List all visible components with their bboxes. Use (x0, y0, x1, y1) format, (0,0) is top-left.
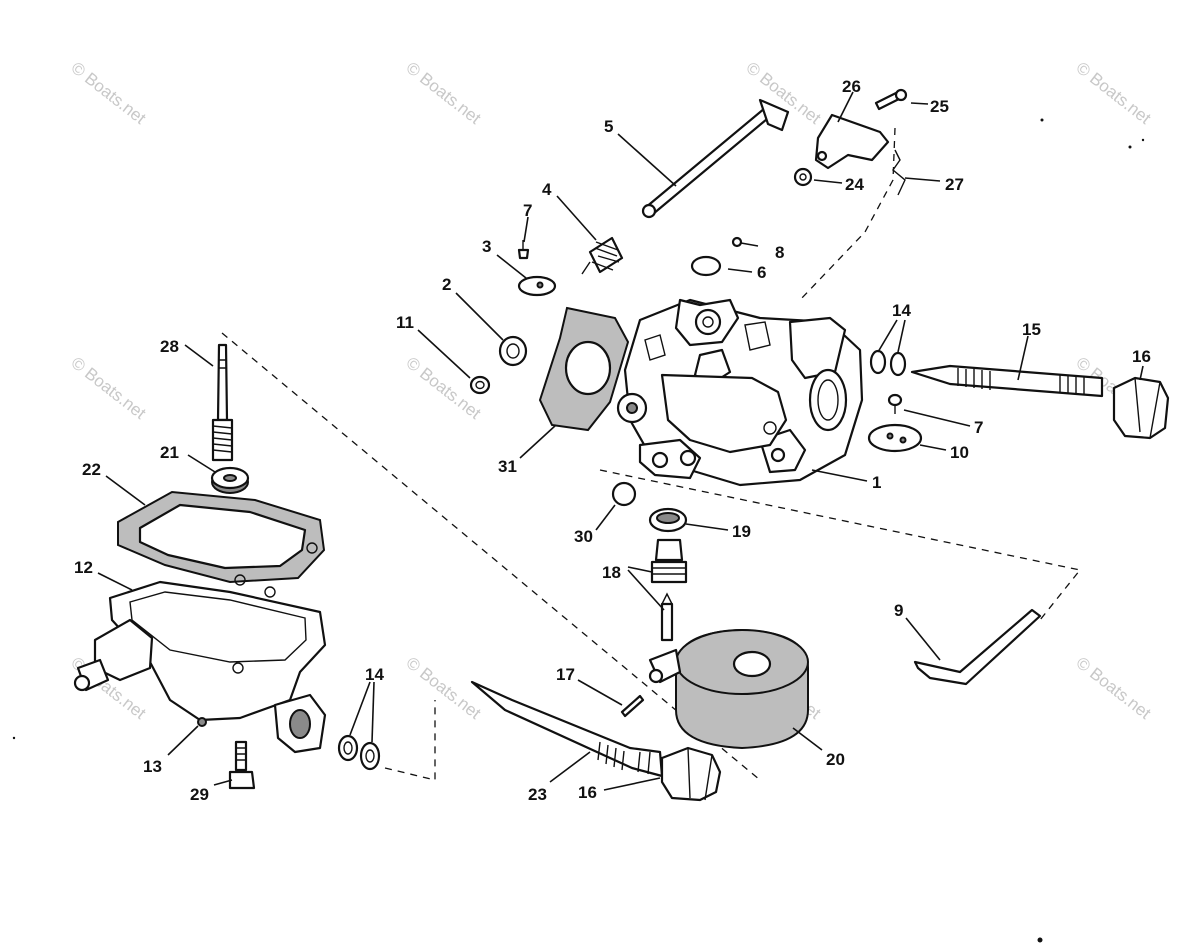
float-part-30 (611, 481, 637, 507)
callout-28: 28 (160, 337, 179, 356)
gasket-part-19-inner (656, 512, 680, 524)
float-bowl-part-12 (73, 542, 327, 754)
needle-valve-part-23 (470, 680, 664, 778)
plate-hole (536, 281, 544, 289)
throttle-plate-part-10 (867, 423, 923, 453)
callout-7: 7 (974, 418, 983, 437)
callout-19: 19 (732, 522, 751, 541)
plate-hole (886, 432, 894, 440)
washers-part-14-right (869, 349, 907, 377)
callout-1: 1 (872, 473, 881, 492)
callout-16: 16 (1132, 347, 1151, 366)
ball-part-13 (197, 717, 207, 727)
callout-31: 31 (498, 457, 517, 476)
callout-5: 5 (604, 117, 613, 136)
watermark: © Boats.net (403, 653, 485, 723)
rod-part-9 (913, 608, 1042, 686)
callout-17: 17 (556, 665, 575, 684)
callout-labels: 5 4 7 3 2 11 6 8 26 25 24 27 14 15 16 7 … (74, 77, 1151, 804)
screw-part-29 (228, 740, 256, 790)
callout-18: 18 (602, 563, 621, 582)
callout-20: 20 (826, 750, 845, 769)
watermark: © Boats.net (403, 58, 485, 128)
callout-23: 23 (528, 785, 547, 804)
packing-nut-part-16-lower (660, 746, 722, 802)
callout-13: 13 (143, 757, 162, 776)
washers-part-14-lower (337, 734, 381, 771)
screw-part-7-right (887, 393, 903, 414)
needle-valve-part-15 (910, 364, 1104, 398)
callout-22: 22 (82, 460, 101, 479)
nut-inner (475, 380, 485, 390)
callout-24: 24 (845, 175, 864, 194)
leader-lines (97, 91, 1144, 791)
callout-6: 6 (757, 263, 766, 282)
callout-27: 27 (945, 175, 964, 194)
callout-16: 16 (578, 783, 597, 802)
callout-25: 25 (930, 97, 949, 116)
throttle-shaft-part-5 (641, 98, 790, 219)
plug-part-6 (690, 255, 722, 277)
callout-8: 8 (775, 243, 784, 262)
spring-part-4 (581, 236, 624, 275)
callout-21: 21 (160, 443, 179, 462)
assembly-dashed-lines (221, 127, 1082, 781)
needle-part-28 (211, 343, 234, 462)
callout-3: 3 (482, 237, 491, 256)
watermark: © Boats.net (1073, 58, 1155, 128)
nut-part-11 (469, 375, 491, 395)
callout-9: 9 (894, 601, 903, 620)
link-part-27 (892, 149, 906, 196)
carburetor-body-part-1 (616, 298, 864, 487)
nut-part-24 (793, 167, 813, 187)
watermark: © Boats.net (68, 58, 150, 128)
callout-2: 2 (442, 275, 451, 294)
callout-12: 12 (74, 558, 93, 577)
seal-part-21 (210, 466, 250, 494)
gasket-part-22 (117, 490, 326, 584)
callout-11: 11 (396, 313, 414, 332)
packing-nut-part-16-right (1112, 376, 1170, 440)
watermark: © Boats.net (68, 353, 150, 423)
callout-4: 4 (542, 180, 552, 199)
pin-part-17 (620, 694, 645, 718)
nut-hole (799, 173, 807, 181)
float-part-20 (648, 628, 809, 750)
gasket-part-31 (538, 306, 630, 432)
seal-inner (506, 343, 520, 359)
screw-part-25 (874, 88, 908, 111)
callout-30: 30 (574, 527, 593, 546)
callout-26: 26 (842, 77, 861, 96)
bracket-part-26 (814, 113, 890, 170)
callout-14: 14 (365, 665, 384, 684)
needle-seat-part-18 (650, 538, 688, 642)
callout-10: 10 (950, 443, 969, 462)
pin-part-8 (731, 236, 759, 248)
watermark: © Boats.net (1073, 653, 1155, 723)
seal-part-2 (498, 335, 528, 367)
callout-29: 29 (190, 785, 209, 804)
screw-part-7-top (517, 240, 530, 260)
callout-15: 15 (1022, 320, 1041, 339)
print-specks (12, 118, 1145, 943)
callout-7: 7 (523, 201, 532, 220)
plate-hole (899, 436, 907, 444)
callout-14: 14 (892, 301, 911, 320)
